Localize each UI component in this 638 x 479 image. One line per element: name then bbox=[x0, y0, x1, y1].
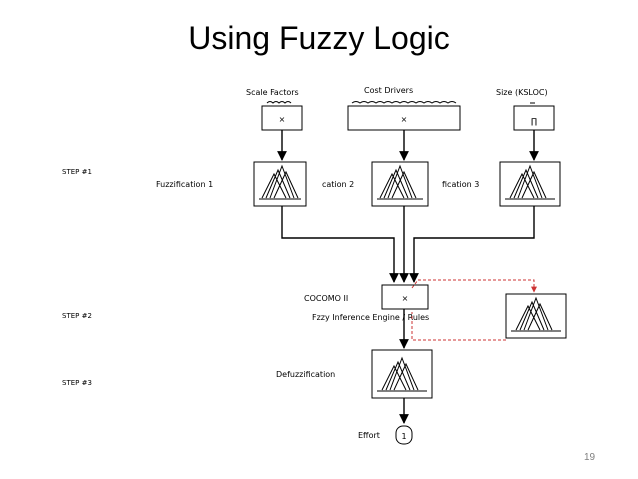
step-3-label: STEP #3 bbox=[62, 379, 92, 387]
input-size-block: ∏ bbox=[513, 102, 555, 131]
cocomo-label: COCOMO II bbox=[304, 294, 348, 303]
input-scale-factors-block: × bbox=[261, 101, 303, 131]
dashed-wire-to-inference bbox=[411, 279, 537, 293]
dashed-wire-from-inference bbox=[411, 312, 506, 341]
multiply-symbol: × bbox=[279, 115, 286, 124]
page-number: 19 bbox=[584, 452, 596, 463]
input-cost-drivers-block: × bbox=[347, 101, 461, 131]
inference-engine-block bbox=[505, 293, 567, 339]
product-symbol: ∏ bbox=[531, 117, 537, 126]
step-1-label: STEP #1 bbox=[62, 168, 92, 176]
fuzzifier-3-block bbox=[499, 161, 561, 207]
defuzzification-block bbox=[371, 349, 433, 399]
effort-label: Effort bbox=[358, 431, 380, 440]
wire-fuzz3-to-cocomo bbox=[409, 206, 535, 283]
effort-output-port: 1 bbox=[395, 425, 413, 445]
cocomo-block: × bbox=[381, 284, 429, 310]
fuzzifier-1-label: Fuzzification 1 bbox=[156, 180, 213, 189]
defuzzification-label: Defuzzification bbox=[276, 370, 335, 379]
step-2-label: STEP #2 bbox=[62, 312, 92, 320]
slide-title: Using Fuzzy Logic bbox=[188, 20, 450, 56]
input-cost-drivers-label: Cost Drivers bbox=[364, 86, 413, 95]
fuzzifier-3-label: fication 3 bbox=[442, 180, 479, 189]
input-size-label: Size (KSLOC) bbox=[496, 88, 548, 97]
fuzzifier-2-block bbox=[371, 161, 429, 207]
inference-engine-label: Fzzy Inference Engine / Rules bbox=[312, 313, 429, 322]
multiply-symbol: × bbox=[402, 294, 409, 303]
effort-port-number: 1 bbox=[401, 432, 406, 441]
fuzzifier-1-block bbox=[253, 161, 307, 207]
input-scale-factors-label: Scale Factors bbox=[246, 88, 299, 97]
wire-fuzz1-to-cocomo bbox=[281, 206, 399, 283]
fuzzifier-2-label: cation 2 bbox=[322, 180, 354, 189]
multiply-symbol: × bbox=[401, 115, 408, 124]
